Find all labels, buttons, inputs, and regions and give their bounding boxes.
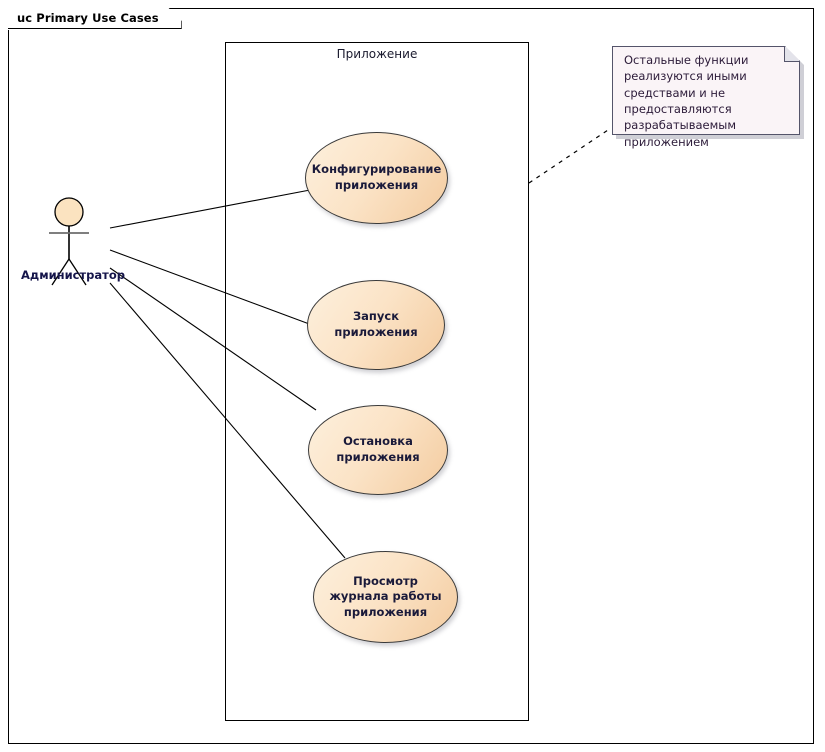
usecase-configure[interactable]: Конфигурирование приложения bbox=[305, 132, 448, 224]
actor-administrator-label: Администратор bbox=[21, 268, 125, 282]
diagram-frame bbox=[8, 8, 814, 744]
actor-administrator[interactable] bbox=[40, 183, 102, 293]
note-text: Остальные функции реализуются иными сред… bbox=[624, 53, 749, 149]
usecase-view-log[interactable]: Просмотр журнала работы приложения bbox=[313, 551, 458, 643]
frame-title-tab: uc Primary Use Cases bbox=[8, 8, 182, 29]
usecase-configure-label: Конфигурирование приложения bbox=[311, 162, 442, 192]
usecase-stop-label: Остановка приложения bbox=[336, 434, 420, 464]
system-boundary-label: Приложение bbox=[336, 47, 418, 61]
usecase-view-log-label: Просмотр журнала работы приложения bbox=[329, 573, 442, 619]
note-box[interactable] bbox=[612, 46, 800, 135]
usecase-start-label: Запуск приложения bbox=[334, 309, 418, 339]
frame-title-label: uc Primary Use Cases bbox=[17, 11, 159, 25]
stick-figure-actor-icon bbox=[49, 197, 89, 286]
usecase-start[interactable]: Запуск приложения bbox=[307, 280, 445, 370]
usecase-stop[interactable]: Остановка приложения bbox=[308, 405, 448, 495]
